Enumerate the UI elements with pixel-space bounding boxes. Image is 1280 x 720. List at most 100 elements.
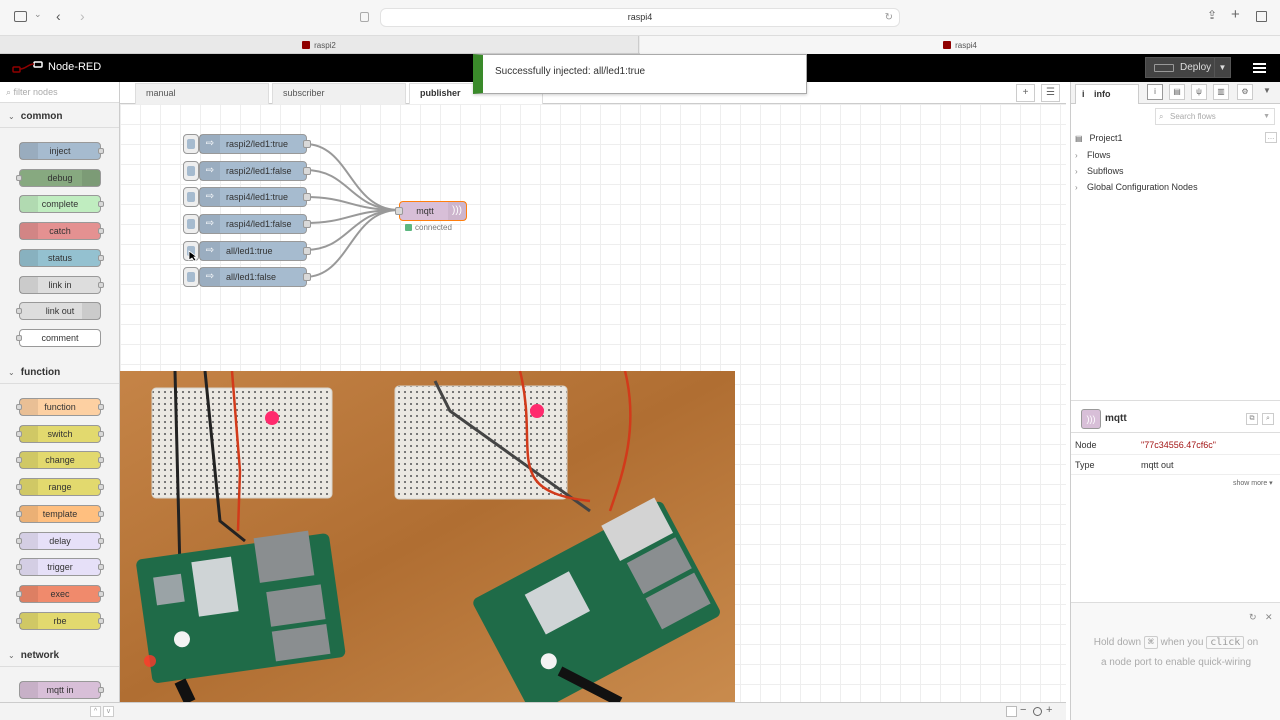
zoom-in-icon[interactable]: + — [1046, 704, 1053, 716]
palette-node-label: rbe — [53, 615, 67, 626]
mqtt-status-text: connected — [415, 223, 452, 232]
deploy-button[interactable]: Deploy ▼ — [1145, 57, 1231, 78]
inject-trigger-button[interactable] — [183, 161, 199, 181]
tab-subscriber[interactable]: subscriber — [272, 83, 406, 104]
more-options-icon[interactable]: … — [1265, 132, 1277, 143]
palette-node-function[interactable]: function — [16, 398, 104, 416]
expand-all-icon[interactable]: v — [103, 706, 114, 717]
workspace-canvas[interactable]: ⇨ raspi2/led1:true ⇨ raspi2/led1:false ⇨… — [120, 104, 1066, 702]
main-menu-button[interactable] — [1250, 58, 1270, 78]
palette-node-exec[interactable]: exec — [16, 584, 104, 603]
mqtt-out-node[interactable]: mqtt ))) — [399, 201, 467, 221]
palette-filter-placeholder: filter nodes — [13, 87, 58, 97]
close-icon[interactable]: ✕ — [1265, 612, 1273, 622]
list-icon: ☰ — [1046, 87, 1055, 98]
output-port[interactable] — [303, 193, 311, 201]
sidebar-splitter[interactable] — [1071, 400, 1280, 404]
palette-node-range[interactable]: range — [16, 478, 104, 497]
tab-manual[interactable]: manual — [135, 83, 269, 104]
gear-icon[interactable]: ⚙ — [1237, 84, 1253, 100]
zoom-out-icon[interactable]: − — [1020, 704, 1027, 716]
add-flow-button[interactable]: + — [1016, 84, 1035, 102]
tab-overview-icon[interactable] — [1256, 11, 1267, 22]
output-port[interactable] — [303, 220, 311, 228]
tree-project[interactable]: ▤ Project1 … — [1075, 130, 1277, 147]
node-id-value[interactable]: "77c34556.47cf6c" — [1141, 440, 1216, 450]
browser-tab-label: raspi4 — [955, 40, 977, 50]
palette-node-delay[interactable]: delay — [16, 531, 104, 550]
inject-trigger-button[interactable] — [183, 134, 199, 154]
info-tab-icon[interactable]: i — [1147, 84, 1163, 100]
copy-icon[interactable]: ⧉ — [1246, 413, 1258, 425]
search-icon[interactable]: ⌕ — [1262, 413, 1274, 425]
debug-bug-icon[interactable]: ψ — [1191, 84, 1207, 100]
show-more-link[interactable]: show more ▾ — [1233, 480, 1273, 487]
palette-filter-input[interactable]: ⌕ filter nodes — [0, 82, 119, 103]
palette-node-change[interactable]: change — [16, 451, 104, 470]
sidebar-menu-chevron-icon[interactable]: ▼ — [1263, 86, 1271, 95]
palette-node-mqtt-in[interactable]: mqtt in — [19, 681, 104, 699]
palette-category-network[interactable]: ⌄ network — [0, 645, 119, 667]
chevron-down-icon[interactable]: ⌄ — [34, 9, 42, 19]
back-icon[interactable]: ‹ — [56, 8, 61, 24]
reload-icon[interactable]: ↻ — [884, 12, 893, 23]
output-port[interactable] — [303, 247, 311, 255]
output-port[interactable] — [303, 140, 311, 148]
new-tab-icon[interactable]: + — [1231, 6, 1240, 23]
address-bar[interactable]: raspi4 ↻ — [380, 8, 900, 27]
browser-tab-raspi2[interactable]: raspi2 — [0, 36, 639, 54]
inject-node[interactable]: ⇨ all/led1:true — [199, 241, 307, 261]
help-book-icon[interactable]: ▤ — [1169, 84, 1185, 100]
browser-tab-raspi4[interactable]: raspi4 — [640, 36, 1280, 54]
zoom-reset-icon[interactable] — [1033, 707, 1042, 716]
palette-node-trigger[interactable]: trigger — [16, 558, 104, 577]
refresh-tip-icon[interactable]: ↻ — [1249, 612, 1257, 622]
inject-node[interactable]: ⇨ raspi4/led1:false — [199, 214, 307, 234]
deploy-menu-chevron-icon[interactable]: ▼ — [1214, 58, 1230, 77]
app-logo: Node-RED — [12, 60, 101, 74]
output-port[interactable] — [303, 167, 311, 175]
search-options-chevron-icon[interactable]: ▼ — [1263, 113, 1270, 120]
output-port[interactable] — [303, 273, 311, 281]
inject-trigger-button[interactable] — [183, 267, 199, 287]
flow-list-button[interactable]: ☰ — [1041, 84, 1060, 102]
tree-item-subflows[interactable]: ›Subflows — [1075, 163, 1124, 180]
collapse-all-icon[interactable]: ^ — [90, 706, 101, 717]
palette-node-debug[interactable]: debug — [16, 168, 101, 187]
palette-category-common[interactable]: ⌄ common — [0, 106, 119, 128]
node-type-icon — [20, 559, 38, 576]
palette-node-rbe[interactable]: rbe — [16, 611, 104, 630]
palette-node-inject[interactable]: inject — [19, 142, 104, 160]
palette-category-function[interactable]: ⌄ function — [0, 362, 119, 384]
sidebar-search-input[interactable]: ⌕ Search flows ▼ — [1155, 108, 1275, 125]
palette-node-link-in[interactable]: link in — [19, 275, 104, 294]
navigator-icon[interactable] — [1006, 706, 1017, 717]
palette-node-catch[interactable]: catch — [19, 222, 104, 241]
palette-node-complete[interactable]: complete — [19, 195, 104, 214]
arrow-in-icon: ⇨ — [200, 215, 220, 233]
tree-item-flows[interactable]: ›Flows — [1075, 147, 1111, 164]
share-icon[interactable]: ⇪ — [1207, 8, 1218, 22]
mqtt-input-port[interactable] — [395, 207, 403, 215]
palette-node-label: link out — [45, 306, 75, 317]
palette-category-label: network — [20, 650, 60, 661]
tab-info[interactable]: i info — [1075, 84, 1139, 104]
tree-item-global-config[interactable]: ›Global Configuration Nodes — [1075, 179, 1198, 196]
palette-node-template[interactable]: template — [16, 504, 104, 523]
inject-node[interactable]: ⇨ raspi2/led1:true — [199, 134, 307, 154]
palette-node-comment[interactable]: comment — [16, 328, 101, 347]
inject-node[interactable]: ⇨ raspi4/led1:true — [199, 187, 307, 207]
palette-node-status[interactable]: status — [19, 248, 104, 267]
palette-node-switch[interactable]: switch — [16, 424, 104, 443]
hamburger-menu-icon — [1253, 63, 1266, 73]
palette-node-link-out[interactable]: link out — [16, 302, 101, 321]
forward-icon[interactable]: › — [80, 8, 85, 24]
inject-trigger-button[interactable] — [183, 187, 199, 207]
inject-trigger-button[interactable] — [183, 214, 199, 234]
inject-node[interactable]: ⇨ raspi2/led1:false — [199, 161, 307, 181]
sidebar-toggle-icon[interactable] — [14, 11, 27, 22]
context-data-icon[interactable]: ▥ — [1213, 84, 1229, 100]
node-type-icon — [20, 249, 38, 266]
privacy-shield-icon[interactable] — [360, 12, 369, 22]
inject-node[interactable]: ⇨ all/led1:false — [199, 267, 307, 287]
